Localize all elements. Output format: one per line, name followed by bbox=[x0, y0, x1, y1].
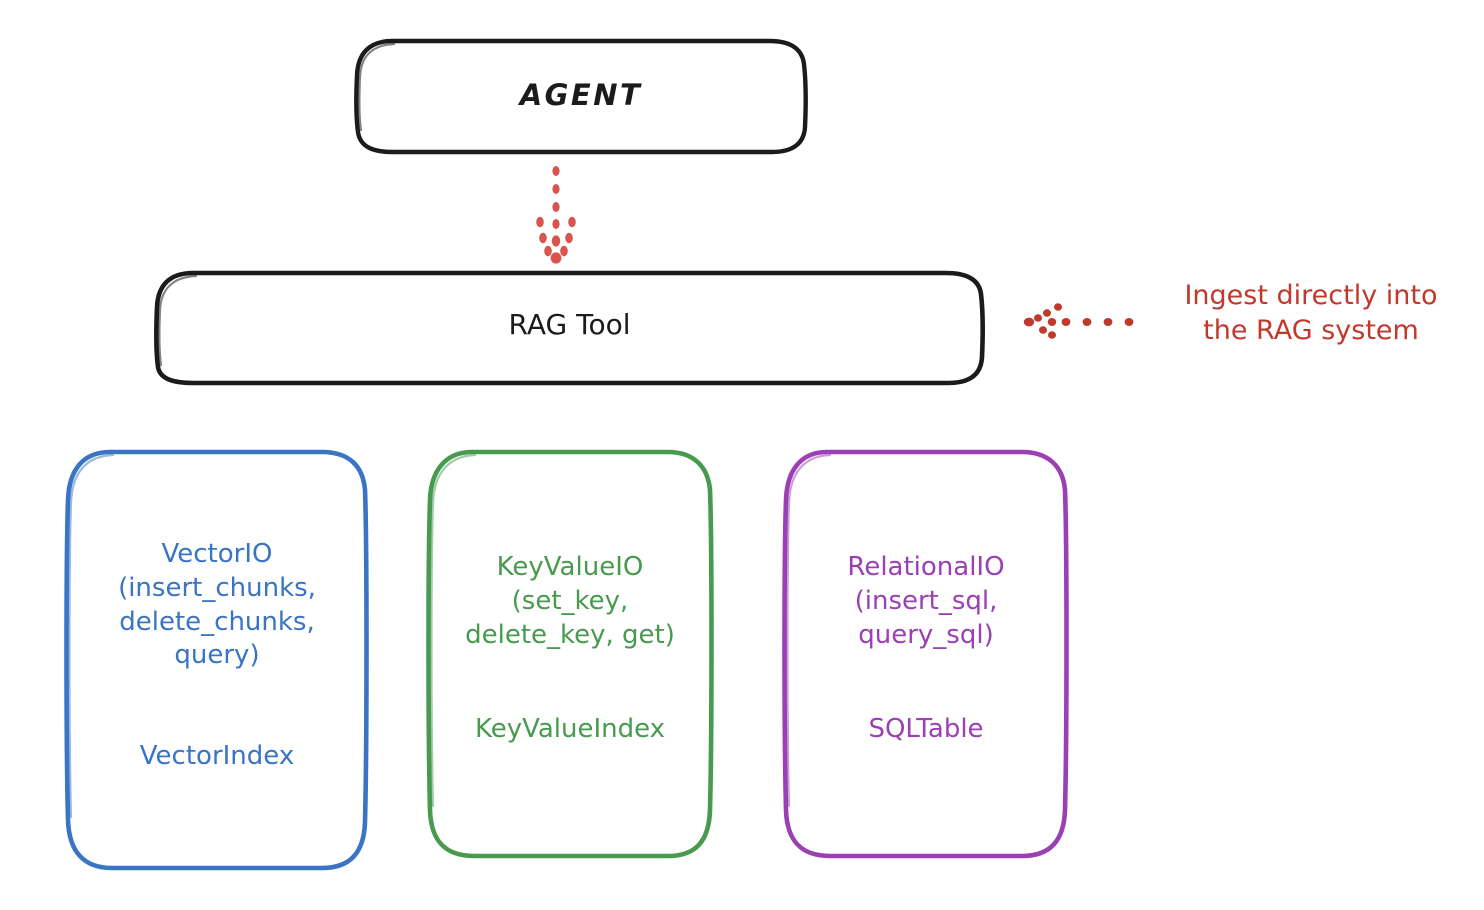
keyvalueio-box-shape bbox=[426, 449, 714, 859]
rag-tool-box-sketch-overlay bbox=[158, 274, 198, 367]
keyvalueio-box-sketch-overlay bbox=[430, 453, 477, 808]
vectorio-box-sketch-overlay bbox=[68, 453, 115, 819]
agent-box-shape bbox=[354, 38, 808, 155]
agent-box-sketch-overlay bbox=[358, 42, 396, 132]
ingest-dotted-arrow bbox=[1023, 303, 1134, 339]
relationalio-box-sketch-overlay bbox=[786, 453, 832, 808]
keyvalueio-node[interactable] bbox=[426, 449, 714, 859]
rag-tool-box-shape bbox=[154, 270, 985, 386]
vectorio-box-shape bbox=[64, 449, 369, 871]
vectorio-node[interactable] bbox=[64, 449, 369, 871]
agent-node[interactable] bbox=[354, 38, 808, 155]
agent-to-rag-arrow bbox=[536, 166, 576, 264]
rag-tool-node[interactable] bbox=[154, 270, 985, 386]
relationalio-node[interactable] bbox=[782, 449, 1069, 859]
relationalio-box-shape bbox=[782, 449, 1069, 859]
ingest-annotation-text: Ingest directly into the RAG system bbox=[1184, 280, 1438, 347]
